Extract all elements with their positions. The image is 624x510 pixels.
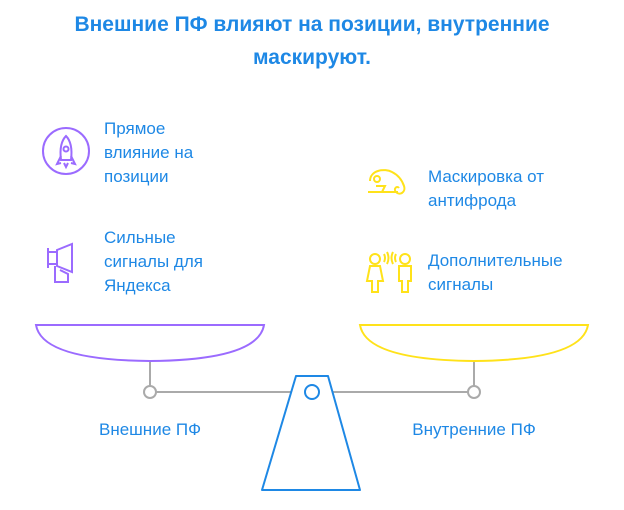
chameleon-icon [368,169,406,195]
right-pan [358,324,590,363]
right-side-label: Внутренние ПФ [412,420,536,439]
megaphone-icon [47,242,73,283]
right-item-2-text: Дополнительные сигналы [428,251,563,294]
left-item-1-text: Прямое влияние на позиции [104,119,194,186]
right-item-1-text: Маскировка от антифрода [428,167,545,210]
left-item-2-text: Сильные сигналы для Яндекса [104,228,203,295]
rocket-icon [42,127,90,175]
people-talking-icon [365,251,412,293]
diagram-title: Внешние ПФ влияют на позиции, внутренние… [74,13,550,69]
fulcrum [261,375,361,491]
left-side-label: Внешние ПФ [98,420,202,439]
left-pan [34,324,266,363]
